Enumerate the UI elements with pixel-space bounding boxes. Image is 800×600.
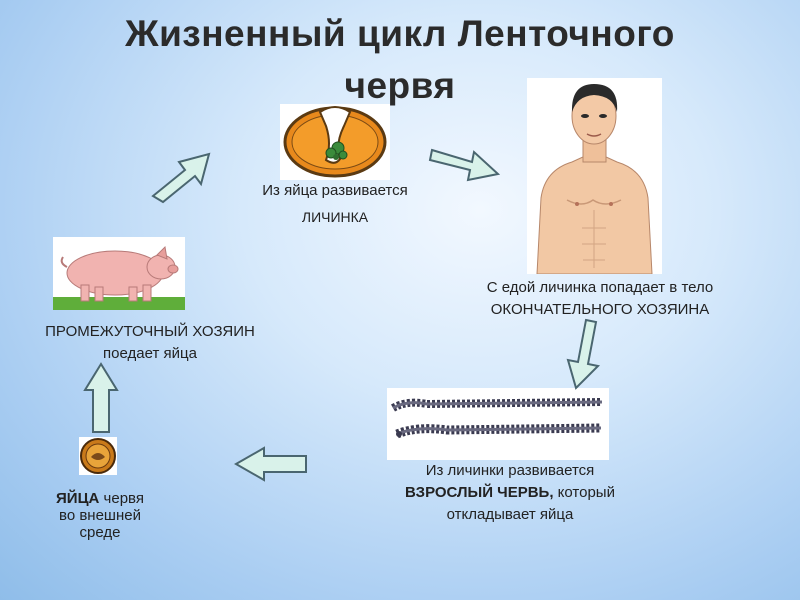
eggs-caption-line-1: ЯЙЦА червя bbox=[30, 490, 170, 507]
adult-worm-caption-line-3: откладывает яйца bbox=[446, 506, 574, 523]
eggs-caption-bold: ЯЙЦА bbox=[56, 490, 100, 507]
man-image bbox=[527, 78, 662, 274]
tapeworm-image bbox=[387, 388, 609, 460]
larva-caption-line-2: ЛИЧИНКА bbox=[301, 209, 369, 225]
larva-caption-line-1: Из яйца развивается bbox=[262, 182, 408, 199]
adult-worm-caption-bold: ВЗРОСЛЫЙ ЧЕРВЬ, bbox=[405, 484, 554, 501]
arrow-to-pig-icon bbox=[83, 362, 119, 433]
intermediate-host-caption-line-1: ПРОМЕЖУТОЧНЫЙ ХОЗЯИН bbox=[45, 323, 255, 340]
title-line-1: Жизненный цикл Ленточного bbox=[125, 13, 675, 54]
adult-worm-caption-rest: который bbox=[553, 484, 615, 501]
title-line-2: червя bbox=[344, 65, 456, 106]
final-host-caption: С едой личинка попадает в тело ОКОНЧАТЕЛ… bbox=[430, 277, 770, 321]
eggs-caption: ЯЙЦА червя во внешней среде bbox=[30, 490, 170, 541]
arrow-to-larva-icon bbox=[151, 152, 211, 204]
final-host-caption-line-1: С едой личинка попадает в тело bbox=[486, 279, 714, 296]
adult-worm-caption: Из личинки развивается ВЗРОСЛЫЙ ЧЕРВЬ, к… bbox=[360, 460, 660, 526]
arrow-to-eggs-icon bbox=[233, 446, 307, 482]
eggs-caption-line-3: среде bbox=[79, 524, 121, 541]
intermediate-host-caption: ПРОМЕЖУТОЧНЫЙ ХОЗЯИН поедает яйца bbox=[0, 321, 300, 365]
adult-worm-caption-line-2: ВЗРОСЛЫЙ ЧЕРВЬ, который bbox=[360, 482, 660, 504]
final-host-caption-line-2: ОКОНЧАТЕЛЬНОГО ХОЗЯИНА bbox=[490, 301, 710, 318]
egg-image bbox=[79, 437, 117, 475]
larva-caption: Из яйца развивается ЛИЧИНКА bbox=[215, 180, 455, 228]
eggs-caption-line-2: во внешней bbox=[59, 507, 141, 524]
intermediate-host-caption-line-2: поедает яйца bbox=[103, 345, 197, 362]
larva-image bbox=[280, 104, 390, 180]
arrow-to-worm-icon bbox=[566, 318, 601, 390]
eggs-caption-rest: червя bbox=[99, 490, 144, 507]
pig-image bbox=[53, 237, 185, 310]
arrow-to-man-icon bbox=[428, 148, 501, 182]
slide-title: Жизненный цикл Ленточного червя bbox=[40, 8, 760, 112]
adult-worm-caption-line-1: Из личинки развивается bbox=[425, 462, 595, 479]
